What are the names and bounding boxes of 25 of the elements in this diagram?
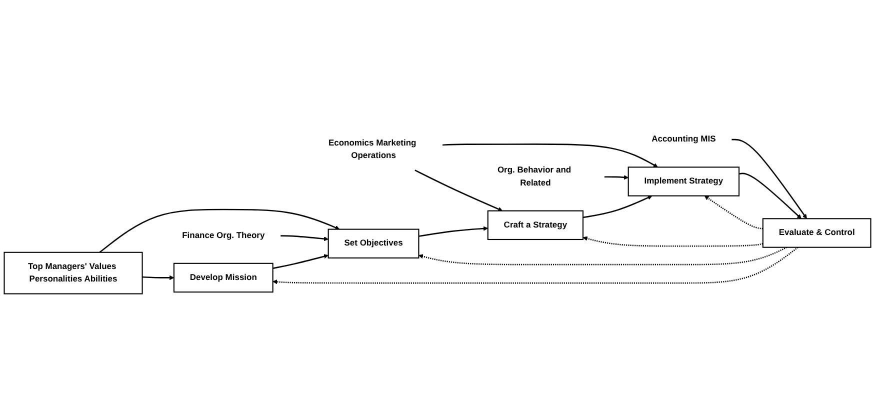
arrow (704, 196, 763, 230)
arrow (272, 246, 798, 284)
node-text: Accounting MIS (652, 134, 716, 144)
arrow (418, 246, 788, 266)
node-box: Evaluate & Control (762, 218, 872, 248)
arrow (582, 236, 764, 247)
arrow (272, 254, 329, 269)
node-text: Finance Org. Theory (182, 231, 265, 240)
node-box: Set Objectives (328, 228, 420, 258)
arrow (604, 175, 629, 180)
arrow (414, 170, 503, 212)
arrow (732, 138, 807, 219)
node-box: Craft a Strategy (487, 210, 584, 240)
arrow (442, 144, 658, 168)
arrow (738, 172, 802, 219)
arrow (142, 275, 174, 280)
node-box: Top Managers' Values Personalities Abilities (4, 252, 143, 294)
node-box: Develop Mission (173, 262, 274, 293)
arrow (280, 235, 329, 242)
node-box: Implement Strategy (628, 166, 740, 196)
arrow (582, 195, 652, 218)
arrow (418, 226, 488, 237)
node-text: Economics Marketing Operations (328, 138, 416, 160)
node-text: Org. Behavior and Related (497, 166, 572, 188)
arrow (99, 208, 340, 253)
